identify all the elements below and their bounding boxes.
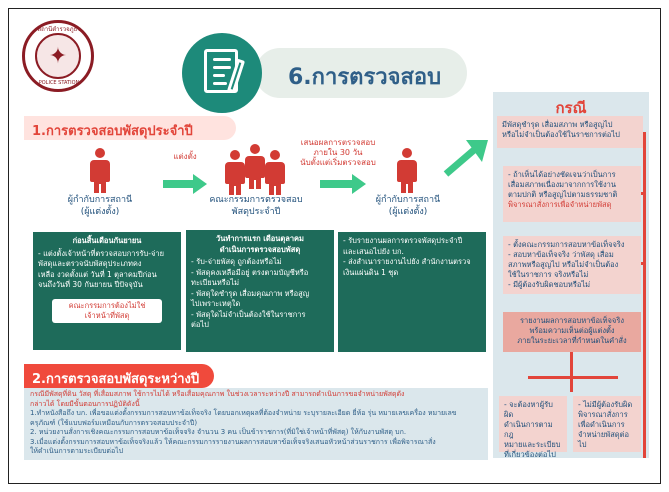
section2-banner: 2.การตรวจสอบพัสดุระหว่างปี — [24, 364, 214, 388]
person-icon — [90, 148, 110, 193]
case-normal-wear-box: - ถ้าเห็นได้อย่างชัดเจนว่าเป็นการ เสื่อม… — [503, 166, 641, 222]
section1-heading: 1.การตรวจสอบพัสดุประจำปี — [32, 124, 193, 139]
logo-bottom-text: POLICE STATION — [38, 80, 80, 86]
october-inspection-box: วันทำการแรก เดือนตุลาคม ดำเนินการตรวจสอบ… — [186, 230, 334, 352]
document-pencil-icon — [182, 33, 262, 113]
cases-title: กรณี — [555, 99, 587, 117]
section2-heading: 2.การตรวจสอบพัสดุระหว่างปี — [32, 372, 200, 387]
person-icon — [265, 150, 285, 195]
case-investigation-box: - ตั้งคณะกรรมการสอบหาข้อเท็จจริง - สอบหา… — [503, 236, 641, 294]
diagonal-arrow-icon — [443, 140, 488, 177]
logo-emblem: ✦ — [35, 33, 81, 79]
emblem-star-icon: ✦ — [48, 44, 68, 69]
title-pill — [255, 48, 467, 98]
case-not-liable-box: - ไม่มีผู้ต้องรับผิด พิจารณาสั่งการ เพื่… — [573, 396, 641, 452]
doc-line — [213, 58, 231, 61]
doc-line — [213, 74, 225, 77]
page-title: 6.การตรวจสอบ — [288, 65, 442, 90]
case-damaged-box: มีพัสดุชำรุด เสื่อมสภาพ หรือสูญไป หรือไม… — [497, 116, 643, 148]
arrow-head — [193, 174, 207, 194]
committee-note: คณะกรรมการต้องไม่ใช่ เจ้าหน้าที่พัสดุ — [52, 298, 162, 323]
doc-line — [213, 82, 227, 85]
before-september-box: ก่อนสิ้นเดือนกันยายน - แต่งตั้งเจ้าหน้าท… — [33, 232, 181, 350]
case-report-box: รายงานผลการสอบหาข้อเท็จจริง พร้อมความเห็… — [503, 312, 641, 352]
person-icon — [225, 150, 245, 195]
section2-text: กรณีมีพัสดุที่ดิน วัสดุ ที่เสื่อมสภาพ ใช… — [30, 390, 457, 455]
connector-line — [528, 376, 618, 379]
actor3-caption: ผู้กำกับการสถานี (ผู้แต่งตั้ง) — [375, 195, 441, 217]
arrow-right-icon — [320, 180, 352, 188]
connector-line — [570, 352, 573, 392]
arrow-right-icon — [163, 180, 193, 188]
logo-top-text: สถานีตำรวจภูธร — [37, 26, 81, 33]
police-station-logo: สถานีตำรวจภูธร ✦ POLICE STATION — [22, 20, 94, 92]
box1-heading: ก่อนสิ้นเดือนกันยายน — [72, 236, 142, 245]
appoint-label: แต่งตั้ง — [173, 152, 197, 161]
section1-banner: 1.การตรวจสอบพัสดุประจำปี — [24, 116, 236, 140]
connector-line — [643, 132, 646, 458]
actor1-caption: ผู้กำกับการสถานี (ผู้แต่งตั้ง) — [67, 195, 133, 217]
report-box: - รับรายงานผลการตรวจพัสดุประจำปี และเสนอ… — [338, 232, 486, 352]
person-icon — [397, 148, 417, 193]
connector-line — [641, 192, 645, 195]
arrow-head — [352, 174, 366, 194]
section2-background — [24, 388, 488, 460]
case-liable-box: - จะต้องหาผู้รับผิด ดำเนินการตามกฎ หมายแ… — [499, 396, 567, 459]
propose-label: เสนอผลการตรวจสอบ ภายใน 30 วัน นับตั้งแต่… — [300, 138, 376, 167]
doc-line — [213, 66, 231, 69]
person-icon — [245, 144, 265, 189]
connector-line — [641, 262, 645, 265]
actor2-caption: คณะกรรมการตรวจสอบ พัสดุประจำปี — [209, 195, 303, 217]
